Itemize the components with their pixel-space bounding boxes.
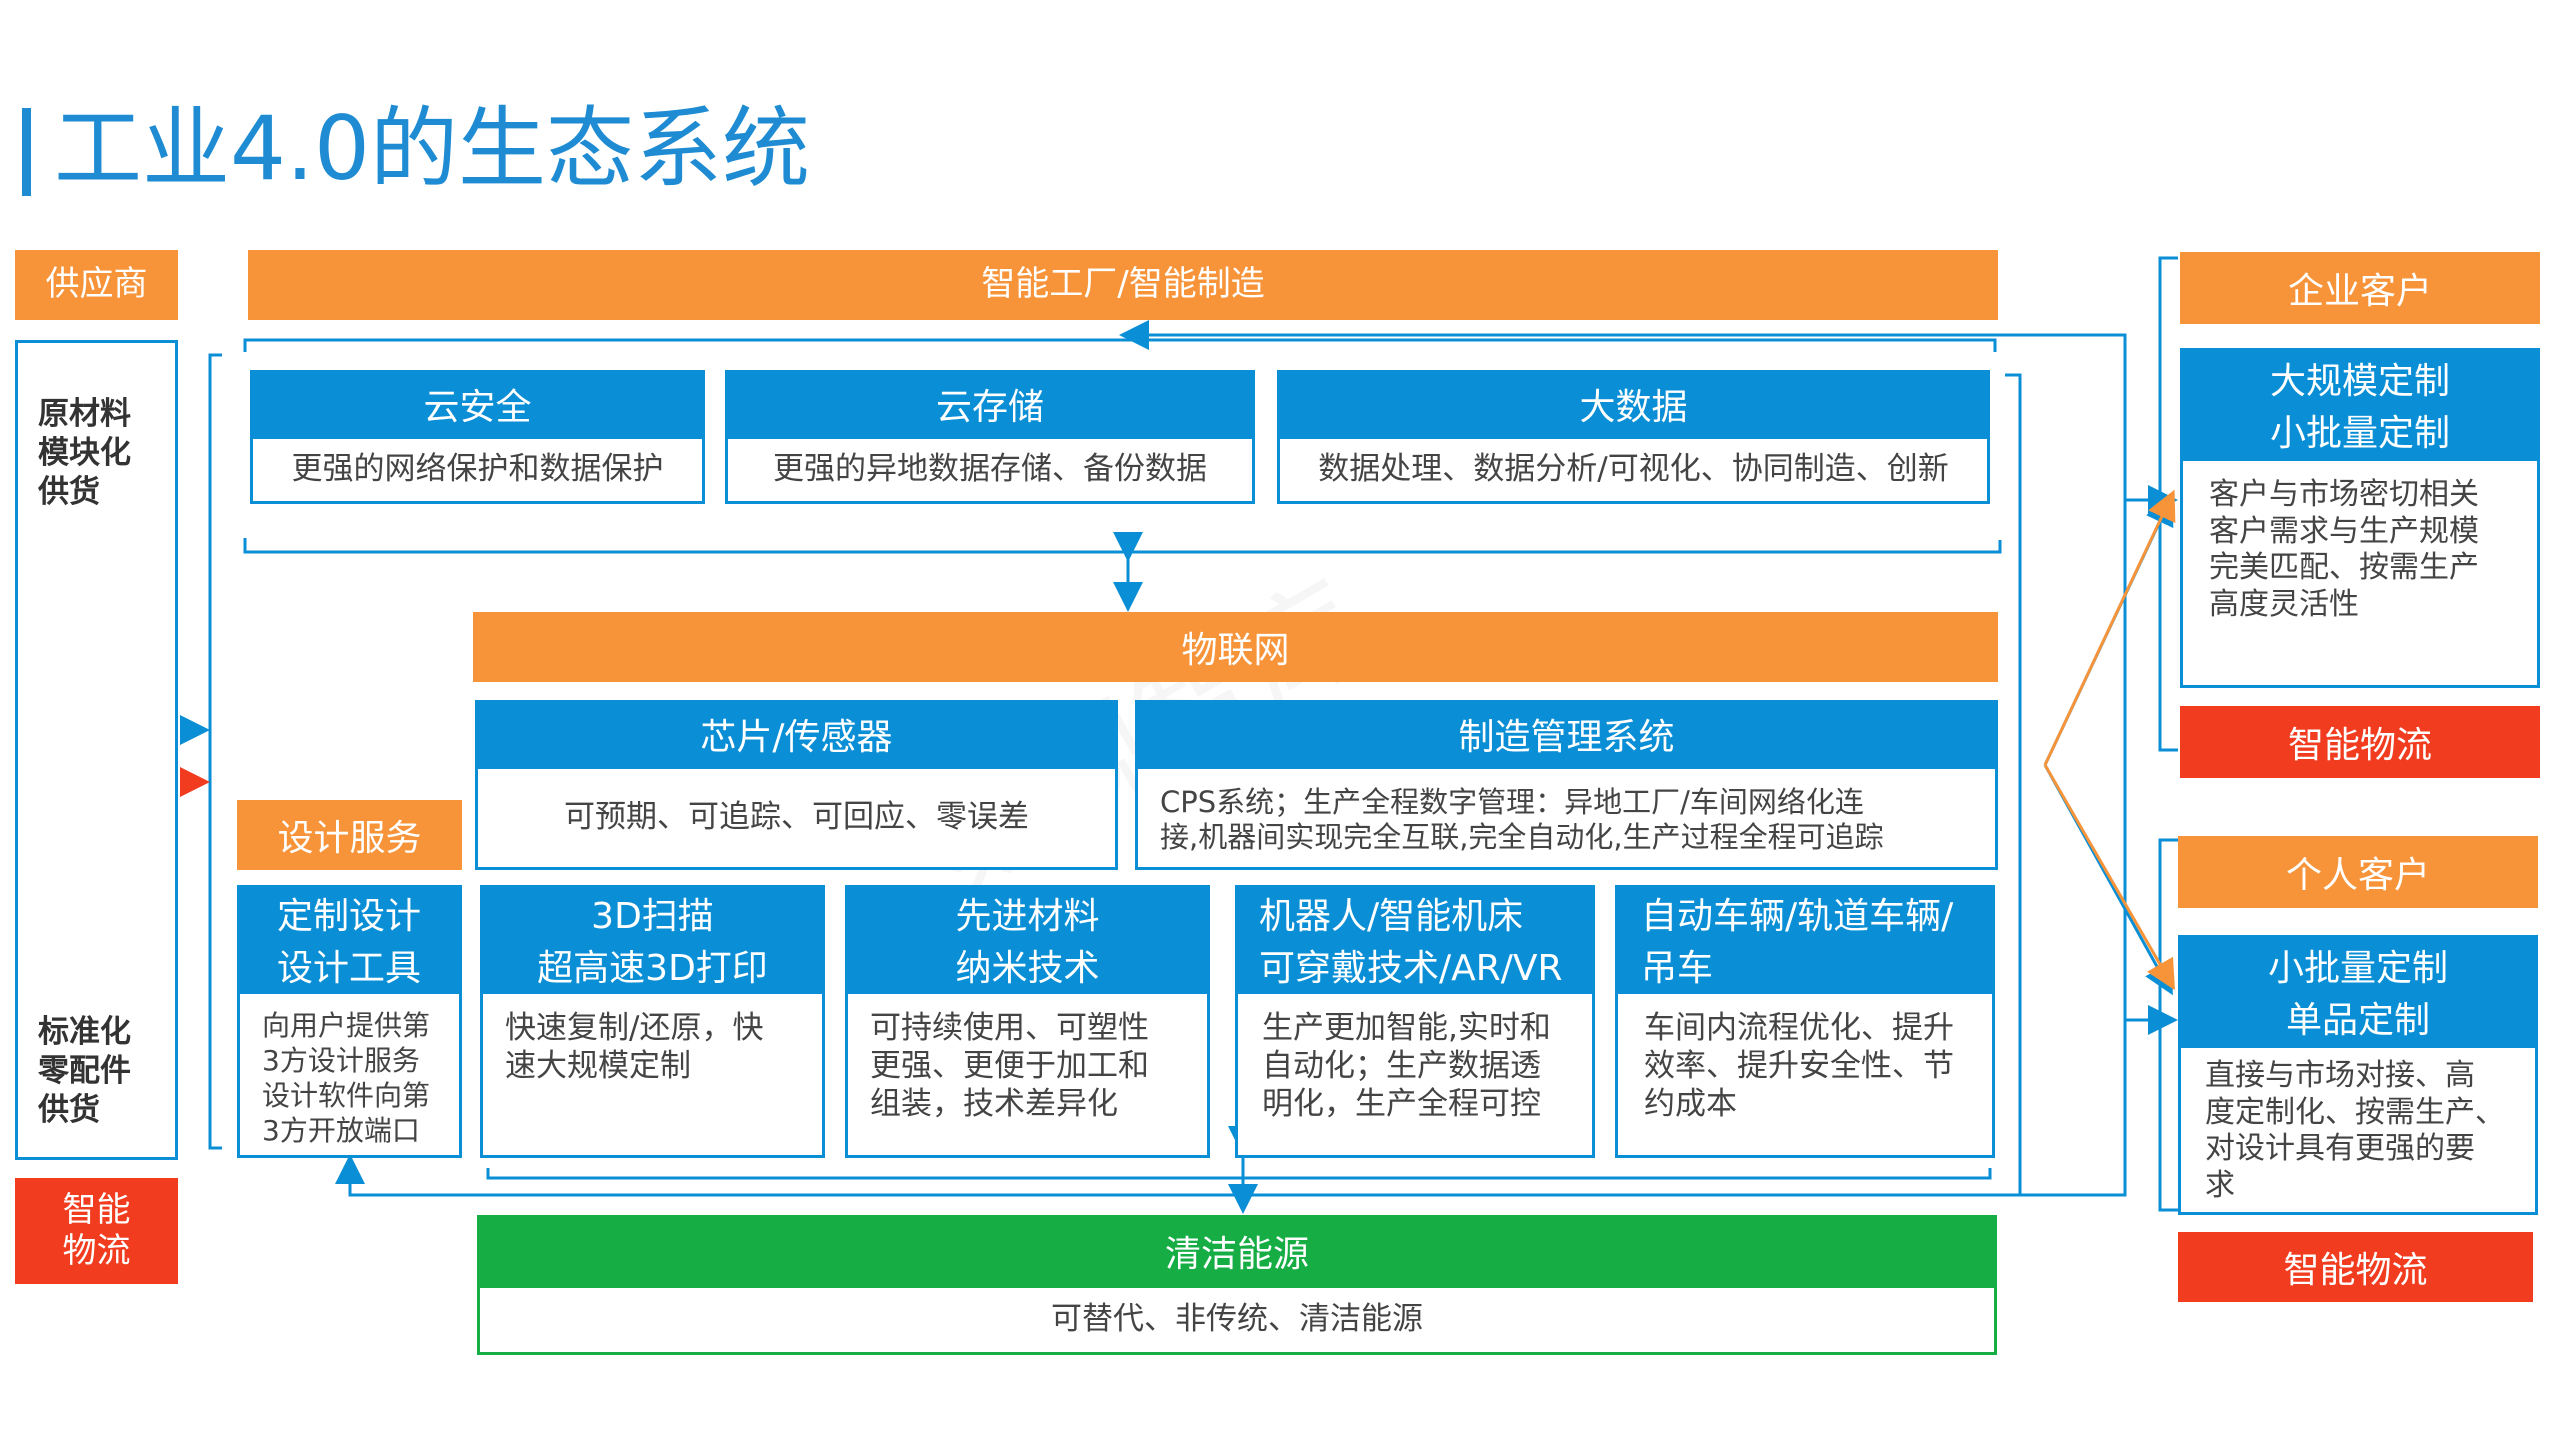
cloud-storage-title: 云存储 [725, 370, 1255, 438]
enterprise-header: 企业客户 [2180, 252, 2540, 324]
personal-logistics: 智能物流 [2178, 1232, 2533, 1302]
supplier-bottom-items: 标准化 零配件 供货 [38, 1014, 131, 1128]
supplier-box: 原材料 模块化 供货 标准化 零配件 供货 [15, 340, 178, 1160]
enterprise-desc: 客户与市场密切相关 客户需求与生产规模 完美匹配、按需生产 高度灵活性 [2180, 458, 2540, 688]
mes-desc: CPS系统；生产全程数字管理：异地工厂/车间网络化连 接,机器间实现完全互联,完… [1135, 766, 1998, 870]
big-data-desc: 数据处理、数据分析/可视化、协同制造、创新 [1277, 436, 1990, 504]
mes-title: 制造管理系统 [1135, 700, 1998, 768]
tech-3d-desc: 快速复制/还原，快 速大规模定制 [480, 991, 825, 1158]
energy-header: 清洁能源 [477, 1215, 1997, 1287]
page-title: 工业4.0的生态系统 [54, 97, 810, 200]
supplier-header: 供应商 [15, 250, 178, 320]
tech-materials-desc: 可持续使用、可塑性 更强、更便于加工和 组装，技术差异化 [845, 991, 1210, 1158]
tech-robotics-title: 机器人/智能机床 可穿戴技术/AR/VR [1235, 885, 1595, 993]
tech-3d-title: 3D扫描 超高速3D打印 [480, 885, 825, 993]
supplier-logistics: 智能 物流 [15, 1178, 178, 1284]
tech-materials-title: 先进材料 纳米技术 [845, 885, 1210, 993]
cloud-security-title: 云安全 [250, 370, 705, 438]
design-desc: 向用户提供第 3方设计服务 设计软件向第 3方开放端口 [237, 991, 462, 1158]
big-data-title: 大数据 [1277, 370, 1990, 438]
tech-vehicles-desc: 车间内流程优化、提升 效率、提升安全性、节 约成本 [1615, 991, 1995, 1158]
design-title: 定制设计 设计工具 [237, 885, 462, 993]
iot-header: 物联网 [473, 612, 1998, 682]
personal-title: 小批量定制 单品定制 [2178, 935, 2538, 1047]
cloud-security-desc: 更强的网络保护和数据保护 [250, 436, 705, 504]
tech-vehicles-title: 自动车辆/轨道车辆/ 吊车 [1615, 885, 1995, 993]
design-header: 设计服务 [237, 800, 462, 870]
title-accent-bar [22, 108, 31, 196]
personal-header: 个人客户 [2178, 836, 2538, 908]
chip-sensor-title: 芯片/传感器 [475, 700, 1118, 768]
energy-desc: 可替代、非传统、清洁能源 [477, 1285, 1997, 1355]
chip-sensor-desc: 可预期、可追踪、可回应、零误差 [475, 766, 1118, 870]
enterprise-logistics: 智能物流 [2180, 706, 2540, 778]
tech-robotics-desc: 生产更加智能,实时和 自动化；生产数据透 明化，生产全程可控 [1235, 991, 1595, 1158]
enterprise-title: 大规模定制 小批量定制 [2180, 348, 2540, 460]
cloud-storage-desc: 更强的异地数据存储、备份数据 [725, 436, 1255, 504]
supplier-top-items: 原材料 模块化 供货 [38, 396, 131, 510]
factory-header: 智能工厂/智能制造 [248, 250, 1998, 320]
personal-desc: 直接与市场对接、高 度定制化、按需生产、 对设计具有更强的要 求 [2178, 1045, 2538, 1215]
